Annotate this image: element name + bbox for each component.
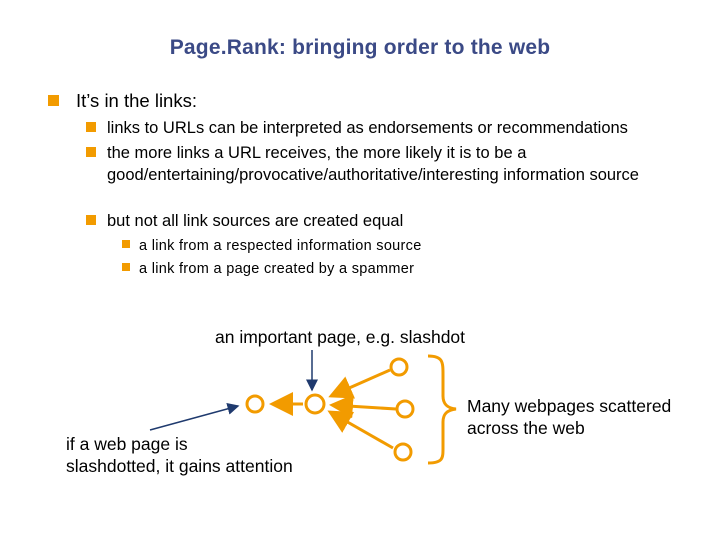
important-page-node (304, 393, 326, 415)
pointer-arrow (149, 402, 240, 431)
square-bullet-icon (86, 122, 96, 132)
webpage-node (245, 394, 265, 414)
slide-title: Page.Rank: bringing order to the web (169, 36, 551, 59)
slashdotted-label-line: slashdotted, it gains attention (66, 456, 293, 476)
bullet-level2: the more links a URL receives, the more … (86, 142, 667, 186)
bullet-level1: It’s in the links: (42, 90, 197, 112)
slashdotted-label-line: if a web page is (66, 434, 188, 454)
brace-shape (427, 354, 457, 465)
webpage-node (393, 442, 413, 462)
square-bullet-icon (122, 240, 130, 248)
webpage-node (389, 357, 409, 377)
webpage-node (395, 399, 415, 419)
square-bullet-icon (86, 215, 96, 225)
bullet-level3: a link from a respected information sour… (122, 235, 422, 257)
link-edge (327, 410, 394, 450)
bullet-text: the more links a URL receives, the more … (107, 144, 639, 184)
square-bullet-icon (122, 263, 130, 271)
square-bullet-icon (86, 147, 96, 157)
link-edge (329, 394, 397, 419)
bullet-text: It’s in the links: (76, 90, 197, 111)
bullet-level2: links to URLs can be interpreted as endo… (86, 117, 707, 139)
scattered-label-line: across the web (467, 418, 585, 438)
bullet-text: but not all link sources are created equ… (107, 212, 404, 230)
link-edge (328, 368, 391, 399)
scattered-label-line: Many webpages scattered (467, 396, 672, 416)
important-page-label: an important page, e.g. slashdot (215, 327, 466, 347)
slashdotted-label: if a web page is slashdotted, it gains a… (66, 433, 293, 477)
scattered-label: Many webpages scattered across the web (467, 395, 671, 439)
square-bullet-icon (48, 95, 59, 106)
bullet-text: a link from a respected information sour… (139, 238, 422, 254)
bullet-text: a link from a page created by a spammer (139, 261, 415, 277)
bullet-level3: a link from a page created by a spammer (122, 258, 414, 280)
bullet-text: links to URLs can be interpreted as endo… (107, 119, 628, 137)
bullet-level2: but not all link sources are created equ… (86, 210, 707, 232)
